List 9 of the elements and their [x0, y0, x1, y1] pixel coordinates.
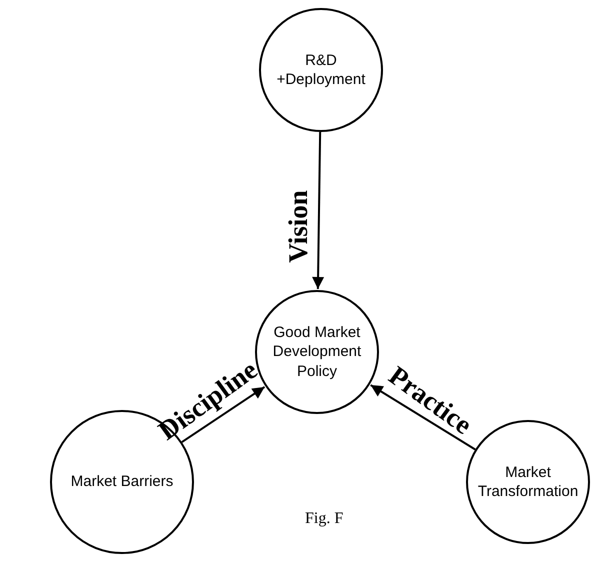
- node-label: R&D +Deployment: [276, 50, 366, 90]
- figure-caption: Fig. F: [305, 510, 344, 528]
- node-label: Market Transformation: [476, 462, 580, 502]
- arrow: [312, 132, 324, 290]
- arrow: [370, 384, 476, 450]
- node-label: Good Market Development Policy: [272, 322, 362, 382]
- edge-label: Vision: [282, 190, 314, 262]
- arrow: [181, 386, 266, 443]
- node-label: Market Barriers: [70, 472, 174, 492]
